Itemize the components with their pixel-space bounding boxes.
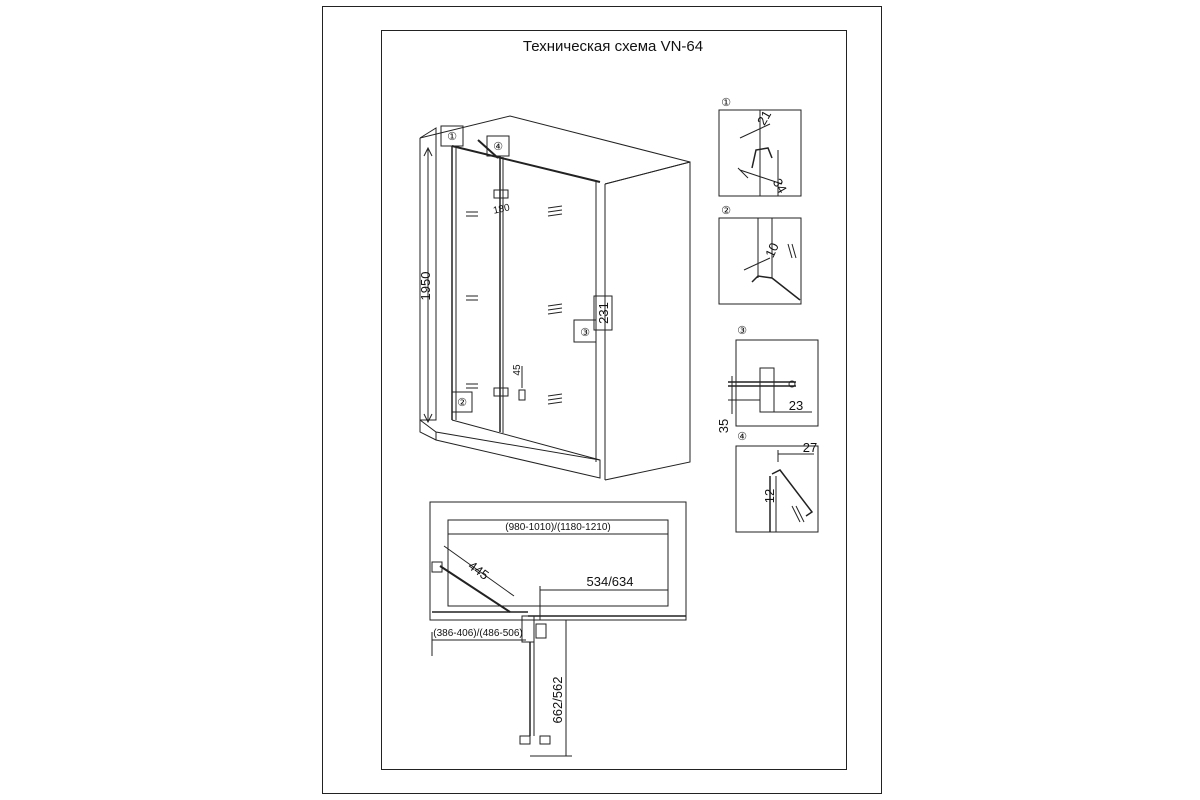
page-title: Техническая схема VN-64 [522,38,704,55]
detail-4-dim-a: 27 [803,440,817,455]
bottom-hinge-dim-label: 45 [512,364,523,376]
plan-fixed-width-label: (386-406)/(486-506) [433,628,523,639]
detail-1 [718,109,802,197]
wall-clip-dim-label: 231 [596,302,611,324]
plan-swing-depth-label: 662/562 [550,677,565,724]
detail-1-dim-a: 21 [754,108,774,128]
height-dim-label: 1950 [418,272,433,301]
callout-2: ② [457,396,467,409]
front-view [419,115,691,481]
callout-1: ① [447,130,457,143]
callout-4: ④ [493,140,503,153]
detail-2-dim-a: 10 [762,240,782,259]
plan-total-width-label: (980-1010)/(1180-1210) [505,522,610,533]
detail-3-dim-b: 35 [716,419,731,433]
detail-1-dim-b: 34 [770,176,790,196]
detail-4 [735,445,819,533]
plan-view [429,501,687,757]
detail-3-marker: ③ [737,324,747,337]
hinge-angle-label: 180 [492,202,511,216]
detail-2-marker: ② [721,204,731,217]
detail-4-marker: ④ [737,430,747,443]
detail-3 [728,339,819,427]
detail-2 [718,217,802,305]
drawing-frame [381,30,847,770]
detail-3-dim-a: 23 [789,398,803,413]
drawing-sheet-border [322,6,882,794]
plan-door-width-label: 534/634 [587,574,634,589]
detail-1-marker: ① [721,96,731,109]
detail-4-dim-b: 12 [762,489,777,503]
callout-3: ③ [580,326,590,339]
plan-diagonal-label: 445 [465,558,491,583]
